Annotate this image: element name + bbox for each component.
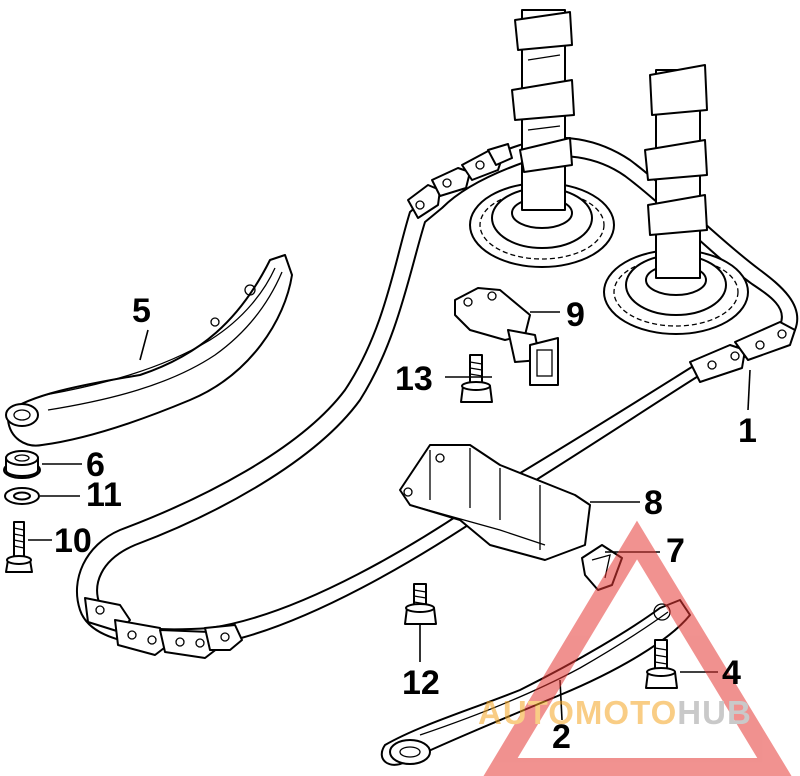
callout-12: 12 (402, 664, 440, 702)
svg-text:AUTOMOTOHUB: AUTOMOTOHUB (478, 694, 752, 731)
watermark-text-auto: AUTO (478, 694, 575, 731)
callout-1: 1 (738, 412, 757, 450)
callout-11: 11 (86, 476, 122, 514)
watermark-text-moto: MOTO (575, 694, 677, 731)
chain-links-right (689, 321, 796, 383)
watermark-logo: AUTOMOTOHUB (478, 520, 792, 776)
callout-10: 10 (54, 522, 92, 560)
callout-labels: 1 2 4 5 6 7 8 9 10 11 12 13 (54, 292, 757, 756)
chain-guide-left (5, 254, 293, 447)
callout-8: 8 (644, 484, 663, 522)
chain-links-top (407, 143, 513, 219)
washer (4, 487, 40, 505)
bolt-lower-right (645, 639, 678, 689)
callout-13: 13 (395, 360, 433, 398)
camshaft-right (644, 64, 708, 279)
chain-tensioner (454, 287, 559, 386)
chain-links-bottom (84, 597, 243, 659)
bushing (3, 450, 41, 479)
callout-2: 2 (552, 718, 571, 756)
camshaft-left (511, 9, 575, 211)
chain-guide-lower (380, 599, 691, 766)
chain-guide-center (399, 444, 591, 561)
callout-6: 6 (86, 446, 105, 484)
watermark-text-hub: HUB (677, 694, 752, 731)
watermark-triangle-icon (483, 520, 792, 776)
callout-9: 9 (566, 296, 585, 334)
bolt-left (5, 521, 33, 573)
callout-5: 5 (132, 292, 151, 330)
callout-4: 4 (722, 654, 741, 692)
bolt-tensioner (460, 354, 493, 403)
bolt-center (404, 583, 437, 625)
callout-7: 7 (666, 532, 685, 570)
